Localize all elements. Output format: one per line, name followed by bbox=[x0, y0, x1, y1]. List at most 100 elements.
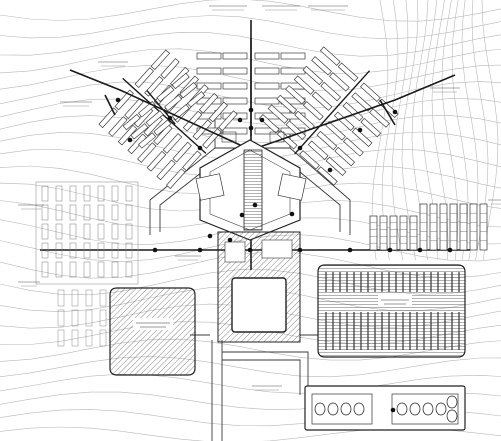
panel-array bbox=[97, 185, 105, 202]
panel-array bbox=[285, 85, 306, 105]
panel-array bbox=[85, 309, 93, 327]
panel-array bbox=[320, 81, 342, 102]
central-yard bbox=[217, 231, 301, 343]
panel-array bbox=[351, 127, 373, 148]
control-building bbox=[304, 385, 466, 431]
junction-node bbox=[247, 247, 253, 253]
panel-array bbox=[299, 150, 320, 170]
label-block bbox=[262, 5, 300, 11]
panel-array bbox=[111, 223, 119, 240]
junction-node bbox=[392, 109, 398, 115]
trunk-line bbox=[250, 74, 456, 151]
panel-array bbox=[55, 223, 63, 240]
panel-array bbox=[459, 203, 468, 251]
panel-array bbox=[108, 116, 128, 137]
tank bbox=[340, 402, 352, 416]
panel-array bbox=[69, 261, 77, 278]
panel-array bbox=[125, 204, 133, 221]
junction-node bbox=[197, 247, 203, 253]
junction-node bbox=[357, 127, 363, 133]
panel-array bbox=[55, 261, 63, 278]
panel-array bbox=[97, 261, 105, 278]
panel-array bbox=[342, 101, 364, 122]
junction-node bbox=[347, 247, 353, 253]
panel-array bbox=[479, 203, 488, 251]
panel-array bbox=[449, 203, 458, 251]
junction-node bbox=[227, 237, 233, 243]
panel-array bbox=[179, 81, 198, 99]
panel-array bbox=[99, 289, 107, 307]
trunk-line bbox=[379, 99, 396, 126]
panel-array bbox=[379, 215, 388, 251]
contour-line bbox=[381, 0, 399, 261]
contour-line bbox=[0, 15, 501, 40]
label-block bbox=[175, 255, 201, 261]
panel-array bbox=[122, 113, 141, 131]
junction-node bbox=[390, 407, 396, 413]
panel-array bbox=[208, 101, 229, 123]
panel-array bbox=[85, 289, 93, 307]
panel-array bbox=[334, 146, 356, 167]
panel-array bbox=[360, 82, 381, 102]
left-array-field bbox=[35, 181, 139, 347]
panel-array bbox=[343, 137, 364, 157]
panel-array bbox=[99, 329, 107, 347]
panel-array bbox=[222, 127, 248, 135]
tank bbox=[327, 402, 339, 416]
trunk-line bbox=[104, 94, 116, 116]
contour-line bbox=[0, 64, 501, 92]
panel-array bbox=[41, 223, 49, 240]
label-block bbox=[18, 204, 44, 210]
panel-array bbox=[360, 117, 382, 138]
panel-array bbox=[71, 329, 79, 347]
panel-array bbox=[399, 215, 408, 251]
tank bbox=[353, 402, 365, 416]
panel-array bbox=[125, 185, 133, 202]
panel-array bbox=[419, 203, 428, 251]
panel-array bbox=[83, 204, 91, 221]
panel-array bbox=[153, 124, 173, 146]
panel-array bbox=[111, 185, 119, 202]
panel-array bbox=[196, 82, 222, 90]
contour-line bbox=[0, 31, 501, 57]
panel-array bbox=[325, 156, 347, 177]
panel-array bbox=[83, 242, 91, 259]
junction-node bbox=[239, 212, 245, 218]
junction-node bbox=[207, 233, 213, 239]
panel-array bbox=[254, 52, 280, 60]
panel-array bbox=[41, 261, 49, 278]
junction-node bbox=[127, 137, 133, 143]
right-array-row bbox=[369, 203, 488, 251]
panel-array bbox=[127, 133, 147, 155]
panel-array bbox=[439, 203, 448, 251]
panel-array bbox=[97, 242, 105, 259]
panel-array bbox=[469, 203, 478, 251]
label-blocks bbox=[18, 5, 501, 391]
panel-array bbox=[83, 261, 91, 278]
panel-array bbox=[254, 97, 280, 105]
junction-node bbox=[259, 117, 265, 123]
contour-line bbox=[0, 373, 501, 394]
label-block bbox=[98, 61, 128, 67]
panel-array bbox=[276, 130, 298, 150]
junction-node bbox=[197, 145, 203, 151]
panel-array bbox=[172, 141, 192, 163]
panel-array bbox=[99, 309, 107, 327]
tank bbox=[396, 402, 408, 416]
panel-array bbox=[145, 110, 164, 127]
panel-array bbox=[259, 114, 280, 134]
label-block bbox=[308, 5, 348, 11]
junction-node bbox=[387, 247, 393, 253]
junction-nodes bbox=[115, 97, 453, 413]
panel-array bbox=[337, 62, 359, 82]
panel-array bbox=[280, 52, 306, 60]
panel-array bbox=[57, 329, 65, 347]
panel-array bbox=[293, 75, 315, 95]
junction-node bbox=[152, 247, 158, 253]
panel-array bbox=[71, 309, 79, 327]
panel-array bbox=[307, 140, 329, 160]
contour-line bbox=[391, 0, 409, 261]
panel-array bbox=[156, 85, 175, 103]
contour-line bbox=[441, 0, 459, 261]
panel-array bbox=[97, 204, 105, 221]
